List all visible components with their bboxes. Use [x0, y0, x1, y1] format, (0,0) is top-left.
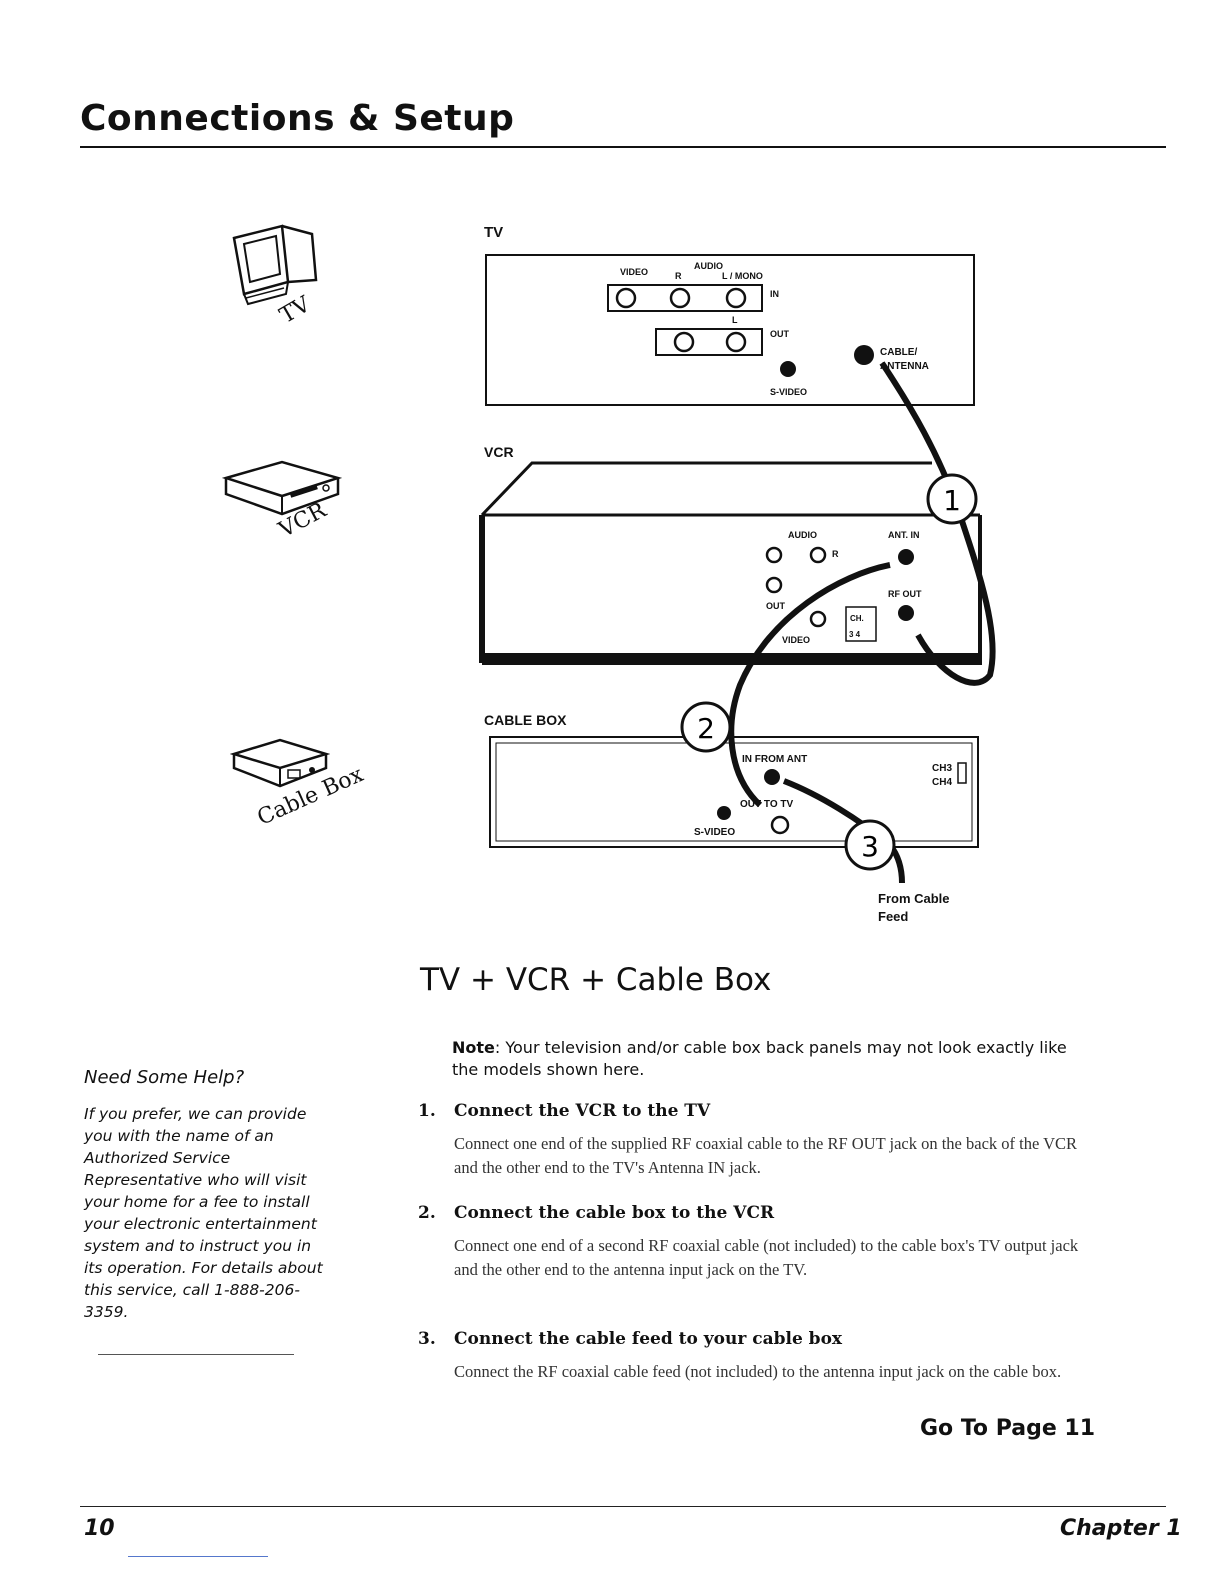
step-3-marker	[844, 819, 896, 871]
tv-panel-label: TV	[484, 224, 503, 241]
tv-input-jack-group	[607, 284, 763, 312]
note-text: : Your television and/or cable box back …	[452, 1038, 1067, 1079]
bottom-decor-line	[128, 1556, 268, 1557]
cable-box-panel-label: CABLE BOX	[484, 712, 567, 728]
cable-box-in-jack	[764, 769, 780, 785]
cable-2	[728, 562, 891, 808]
step-3-marker-label: 3	[861, 830, 879, 863]
step-number: 3.	[418, 1329, 436, 1349]
vcr-video-jack	[809, 610, 827, 628]
cable-box-out-label: OUT TO TV	[740, 799, 793, 810]
cable-box-in-label: IN FROM ANT	[742, 754, 807, 765]
tv-icon	[226, 224, 326, 318]
vcr-rf-out-label: RF OUT	[888, 589, 922, 599]
tv-cable-label: CABLE/	[880, 347, 917, 358]
note-paragraph: Note: Your television and/or cable box b…	[452, 1037, 1092, 1081]
cable-feed-label-line1: From Cable	[878, 891, 950, 906]
page-number: 10	[84, 1516, 115, 1541]
step-2: 2. Connect the cable box to the VCR Conn…	[418, 1203, 1098, 1313]
vcr-audio-label: AUDIO	[788, 530, 817, 540]
step-number: 2.	[418, 1203, 436, 1223]
cable-box-ch4-label: CH4	[932, 777, 952, 788]
vcr-video-label: VIDEO	[782, 635, 810, 645]
vcr-audio-r-jack	[809, 546, 827, 564]
tv-audio-l-in-jack	[725, 287, 747, 309]
tv-lmono-label: L / MONO	[722, 271, 763, 281]
cable-box-s-video-jack	[717, 806, 731, 820]
chapter-label: Chapter 1	[1060, 1516, 1182, 1541]
header-rule	[80, 146, 1166, 148]
tv-video-in-jack	[615, 287, 637, 309]
step-1-marker	[926, 473, 978, 525]
footer-rule	[80, 1506, 1166, 1507]
sidebar-title: Need Some Help?	[84, 1067, 245, 1088]
cable-box-s-video-label: S-VIDEO	[694, 827, 735, 838]
tv-video-label: VIDEO	[620, 267, 648, 277]
tv-in-label: IN	[770, 289, 779, 299]
tv-audio-r-in-jack	[669, 287, 691, 309]
vcr-ch-label: CH.	[850, 614, 864, 623]
section-title: TV + VCR + Cable Box	[420, 962, 772, 998]
tv-out-label: OUT	[770, 329, 790, 339]
vcr-icon	[221, 458, 343, 532]
tv-audio-l-out-jack	[725, 331, 747, 353]
tv-l-label: L	[732, 315, 738, 325]
step-2-marker-label: 2	[697, 712, 715, 745]
tv-antenna-jack	[854, 345, 874, 365]
vcr-audio-l-jack	[765, 546, 783, 564]
sidebar-rule	[98, 1354, 294, 1355]
note-label: Note	[452, 1038, 495, 1057]
sidebar-body: If you prefer, we can provide you with t…	[84, 1105, 323, 1321]
step-1: 1. Connect the VCR to the TV Connect one…	[418, 1101, 1098, 1191]
vcr-out-jack	[765, 576, 783, 594]
tv-antenna-label: ANTENNA	[880, 361, 929, 372]
step-body: Connect the RF coaxial cable feed (not i…	[454, 1362, 1062, 1381]
tv-audio-r-out-jack	[673, 331, 695, 353]
step-heading: Connect the VCR to the TV	[454, 1101, 711, 1121]
step-number: 1.	[418, 1101, 436, 1121]
step-3: 3. Connect the cable feed to your cable …	[418, 1329, 1098, 1419]
tv-r-label: R	[675, 271, 682, 281]
cable-box-icon	[229, 736, 331, 804]
step-body: Connect one end of the supplied RF coaxi…	[454, 1134, 1078, 1177]
cable-feed-label-line2: Feed	[878, 909, 908, 924]
step-body: Connect one end of a second RF coaxial c…	[454, 1236, 1079, 1279]
tv-s-video-label: S-VIDEO	[770, 387, 807, 397]
connection-diagram: TV VIDEO R AUDIO L / MONO IN L OUT S-VID…	[470, 215, 1030, 935]
tv-s-video-jack	[780, 361, 796, 377]
vcr-ant-in-label: ANT. IN	[888, 530, 920, 540]
vcr-out-label: OUT	[766, 601, 786, 611]
vcr-r-label: R	[832, 549, 839, 559]
go-to-page-link[interactable]: Go To Page 11	[920, 1416, 1096, 1441]
tv-audio-label: AUDIO	[694, 261, 723, 271]
cable-box-ch3-label: CH3	[932, 763, 952, 774]
vcr-ant-in-jack	[898, 549, 914, 565]
cable-1	[879, 361, 996, 686]
tv-back-panel	[485, 254, 975, 406]
step-heading: Connect the cable box to the VCR	[454, 1203, 775, 1223]
vcr-panel-label: VCR	[484, 444, 514, 460]
step-1-marker-label: 1	[943, 484, 961, 517]
vcr-ch-nums-label: 3 4	[849, 630, 861, 639]
vcr-channel-switch	[845, 606, 877, 642]
step-heading: Connect the cable feed to your cable box	[454, 1329, 843, 1349]
tv-output-jack-group	[655, 328, 763, 356]
cable-box-out-jack	[770, 815, 790, 835]
page-title: Connections & Setup	[80, 98, 515, 139]
vcr-rf-out-jack	[898, 605, 914, 621]
step-2-marker	[680, 701, 732, 753]
vcr-base	[482, 653, 982, 665]
